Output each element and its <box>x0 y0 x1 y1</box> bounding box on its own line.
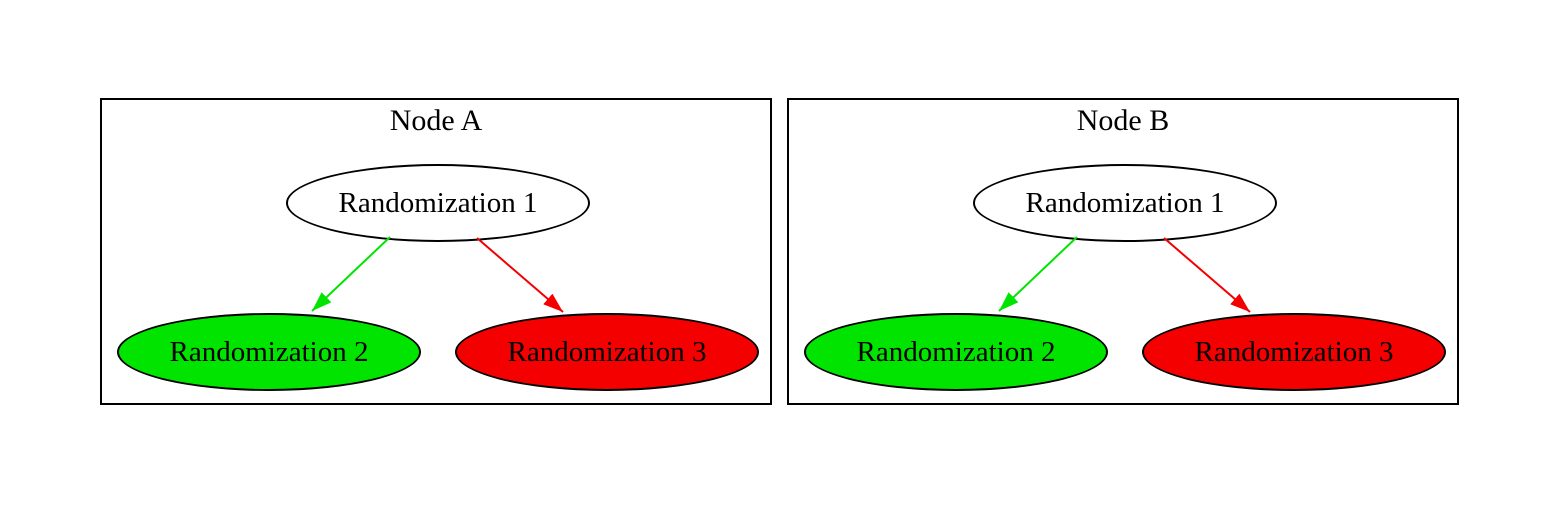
node-label: Randomization 1 <box>338 186 538 219</box>
node-randomization-1: Randomization 1 <box>286 164 590 242</box>
cluster-title: Node A <box>389 104 483 137</box>
node-label: Randomization 3 <box>507 335 707 368</box>
node-label: Randomization 3 <box>1194 335 1394 368</box>
edge-r1-r3 <box>476 237 564 313</box>
node-randomization-2: Randomization 2 <box>804 313 1108 391</box>
edge-r1-r2 <box>998 236 1078 312</box>
node-label: Randomization 2 <box>169 335 369 368</box>
cluster-node-a: Node A Randomization 1 Randomization 2 R… <box>100 98 772 405</box>
node-randomization-3: Randomization 3 <box>1142 313 1446 391</box>
cluster-node-b: Node B Randomization 1 Randomization 2 R… <box>787 98 1459 405</box>
node-randomization-1: Randomization 1 <box>973 164 1277 242</box>
edge-r1-r3 <box>1163 237 1251 313</box>
node-randomization-2: Randomization 2 <box>117 313 421 391</box>
node-label: Randomization 1 <box>1025 186 1225 219</box>
cluster-title: Node B <box>1076 104 1170 137</box>
node-label: Randomization 2 <box>856 335 1056 368</box>
edge-r1-r2 <box>311 236 391 312</box>
node-randomization-3: Randomization 3 <box>455 313 759 391</box>
